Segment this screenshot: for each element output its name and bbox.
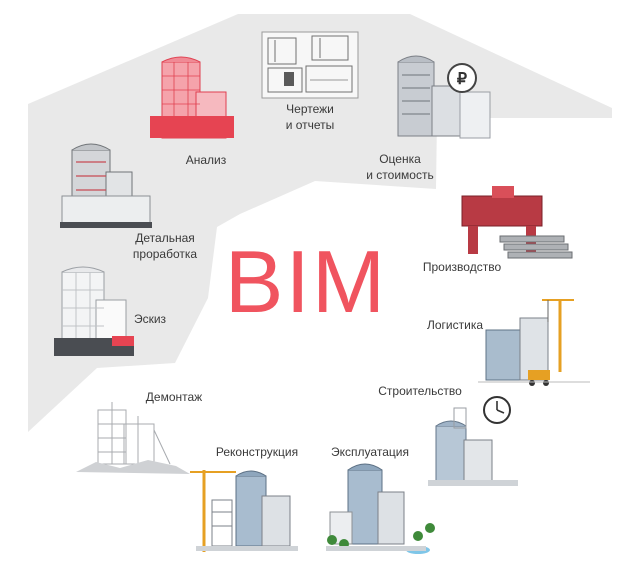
reconstruction-crane-icon: [190, 470, 298, 552]
red-building-model-icon: [150, 56, 234, 139]
label-analysis: Анализ: [185, 153, 227, 167]
label-construction: Строительство: [378, 384, 462, 398]
label-detail: Детальная проработка: [132, 231, 198, 261]
building-with-ruble-icon: ₽: [397, 55, 491, 139]
label-operation: Эксплуатация: [331, 445, 409, 459]
label-production: Производство: [422, 260, 502, 274]
label-estimate: Оценка и стоимость: [366, 152, 434, 182]
operated-building-icon: [326, 463, 435, 554]
detailed-building-icon: [60, 143, 152, 228]
label-demolition: Демонтаж: [145, 390, 203, 404]
sketch-building-icon: [54, 266, 134, 356]
svg-text:₽: ₽: [457, 71, 467, 88]
blueprint-sheets-icon: [261, 31, 359, 99]
demolition-ruins-icon: [76, 402, 190, 474]
label-logistics: Логистика: [426, 318, 483, 332]
bim-title: BIM: [224, 232, 388, 331]
label-drawings: Чертежи и отчеты: [285, 102, 335, 132]
label-sketch: Эскиз: [133, 312, 167, 326]
construction-clock-icon: [428, 396, 518, 486]
crane-logistics-icon: [478, 299, 590, 386]
prefab-production-icon: [461, 186, 573, 259]
label-reconstruction: Реконструкция: [215, 445, 299, 459]
